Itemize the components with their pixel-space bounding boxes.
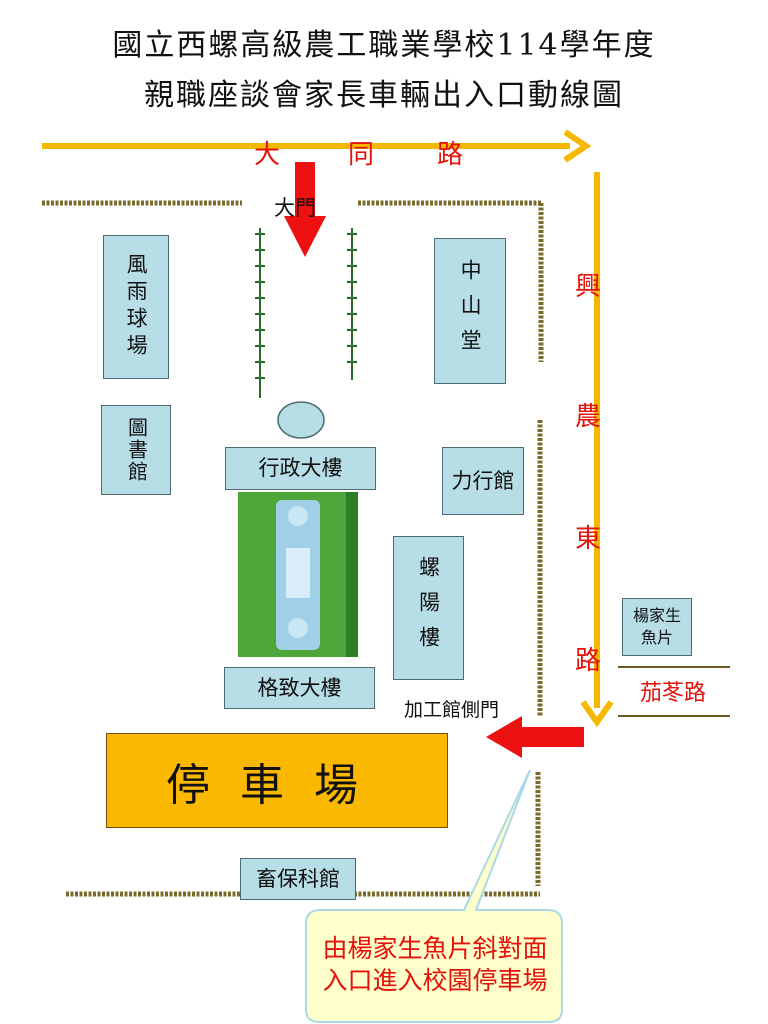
callout-text: 由楊家生魚片斜對面入口進入校園停車場 bbox=[306, 910, 564, 1020]
datong-road-char-2: 同 bbox=[348, 140, 375, 170]
xingnong-road-arrow bbox=[580, 172, 614, 728]
building-luoyang-label: 螺陽樓 bbox=[416, 555, 441, 661]
datong-road-arrow bbox=[42, 129, 592, 163]
main-gate-entry-arrow bbox=[284, 162, 326, 257]
datong-road-char-3: 路 bbox=[437, 140, 464, 170]
landmark-yangjia-label: 楊家生魚片 bbox=[632, 606, 681, 647]
building-admin-label: 行政大樓 bbox=[258, 456, 343, 481]
building-library-label: 圖書館 bbox=[124, 417, 149, 483]
side-gate-entry-arrow bbox=[486, 716, 584, 758]
parking-lot-label: 停車場 bbox=[166, 759, 388, 811]
building-zhongshan-hall: 中山堂 bbox=[434, 238, 506, 384]
qiedong-road-lines bbox=[618, 666, 730, 717]
tree-row-right bbox=[347, 228, 357, 380]
xingnong-road-char-1: 興 bbox=[575, 272, 602, 302]
xingnong-road-char-2: 農 bbox=[575, 402, 602, 432]
xingnong-road-char-4: 路 bbox=[575, 646, 602, 676]
main-gate-label: 大門 bbox=[274, 196, 316, 220]
building-xubao-label: 畜保科館 bbox=[256, 866, 340, 891]
building-lixing: 力行館 bbox=[442, 447, 524, 515]
landmark-yangjia-restaurant: 楊家生魚片 bbox=[622, 598, 692, 656]
building-library: 圖書館 bbox=[101, 405, 171, 495]
callout-bubble bbox=[305, 769, 563, 1023]
garden-area bbox=[238, 492, 358, 657]
callout-label: 由楊家生魚片斜對面入口進入校園停車場 bbox=[322, 933, 548, 996]
building-gezhi: 格致大樓 bbox=[224, 667, 375, 709]
map-title-line2: 親職座談會家長車輛出入口動線圖 bbox=[144, 78, 624, 113]
tree-row-left bbox=[255, 228, 265, 398]
side-gate-label: 加工館側門 bbox=[404, 699, 500, 721]
building-lixing-label: 力行館 bbox=[451, 468, 515, 493]
building-admin: 行政大樓 bbox=[225, 447, 376, 490]
fountain-circle bbox=[277, 401, 325, 439]
building-luoyang: 螺陽樓 bbox=[393, 536, 464, 680]
qiedong-road-label: 茄苳路 bbox=[640, 681, 707, 706]
building-fengyu-court: 風雨球場 bbox=[103, 235, 169, 379]
building-gezhi-label: 格致大樓 bbox=[257, 675, 342, 700]
map-title-line1: 國立西螺高級農工職業學校114學年度 bbox=[112, 28, 656, 63]
xingnong-road-char-3: 東 bbox=[575, 524, 602, 554]
building-xubao: 畜保科館 bbox=[240, 858, 356, 900]
building-zhongshan-label: 中山堂 bbox=[458, 258, 483, 364]
building-fengyu-label: 風雨球場 bbox=[124, 253, 149, 361]
parking-lot: 停車場 bbox=[106, 733, 448, 828]
datong-road-char-1: 大 bbox=[254, 140, 281, 170]
